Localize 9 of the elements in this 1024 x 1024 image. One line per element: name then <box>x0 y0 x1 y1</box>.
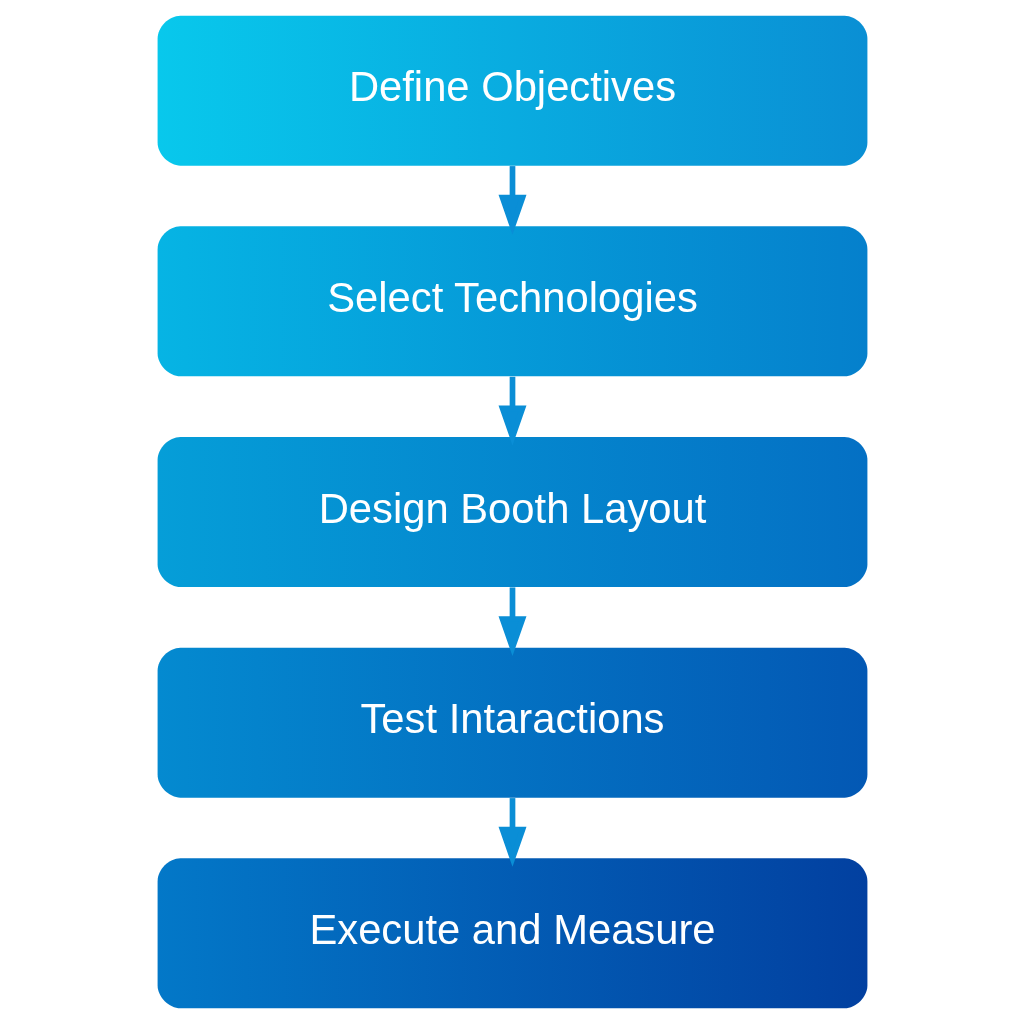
arrow <box>498 798 526 867</box>
node-box: Test Intaractions <box>157 647 867 798</box>
node-box: Design Booth Layout <box>157 437 867 587</box>
arrow <box>498 166 526 235</box>
node-box: Select Technologies <box>157 226 867 377</box>
node-box: Define Objectives <box>157 15 867 166</box>
arrow <box>498 587 526 657</box>
node-box: Execute and Measure <box>157 858 867 1009</box>
arrow <box>498 376 526 446</box>
